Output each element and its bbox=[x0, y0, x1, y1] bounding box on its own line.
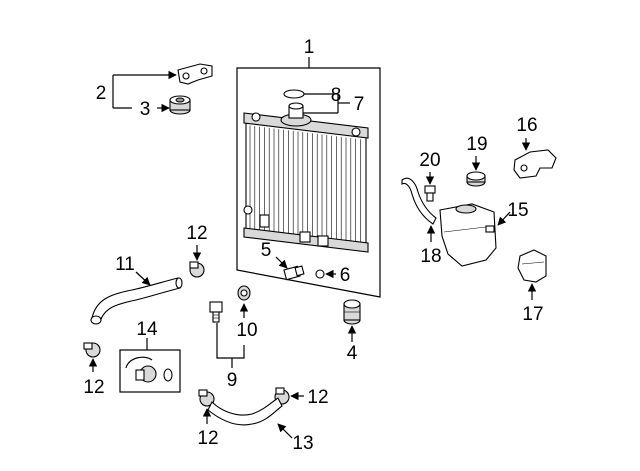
callout-1: 1 bbox=[304, 37, 315, 58]
upper-radiator-hose-part[interactable] bbox=[90, 277, 183, 325]
lower-radiator-hose-part[interactable] bbox=[207, 397, 283, 426]
coolant-reservoir-part[interactable] bbox=[439, 203, 497, 267]
callout-12a: 12 bbox=[186, 223, 207, 244]
callout-11-leader bbox=[135, 271, 151, 286]
callout-11: 11 bbox=[115, 254, 135, 275]
callout-18: 18 bbox=[420, 246, 441, 267]
radiator-part[interactable] bbox=[243, 112, 369, 253]
callout-14: 14 bbox=[136, 319, 158, 340]
hose-clamp-part-c[interactable] bbox=[198, 389, 215, 407]
callout-2: 2 bbox=[96, 83, 107, 104]
callout-12c: 12 bbox=[197, 428, 218, 449]
callout-17: 17 bbox=[522, 304, 543, 325]
callout-12d: 12 bbox=[307, 387, 328, 408]
callout-8: 8 bbox=[331, 85, 342, 106]
callout-15: 15 bbox=[507, 200, 528, 221]
thermostat-kit-frame bbox=[119, 349, 181, 393]
callout-12b: 12 bbox=[83, 377, 104, 398]
callout-16: 16 bbox=[516, 115, 537, 136]
callout-7: 7 bbox=[354, 94, 365, 115]
thermostat-kit-group bbox=[119, 338, 181, 393]
reservoir-bracket-part[interactable] bbox=[513, 149, 557, 179]
callout-9-bracket bbox=[216, 323, 245, 359]
callout-9: 9 bbox=[227, 370, 238, 391]
support-bracket-part[interactable] bbox=[517, 249, 547, 283]
radiator-cap-part[interactable] bbox=[280, 102, 312, 127]
callout-10: 10 bbox=[236, 320, 257, 341]
radiator-assembly-frame bbox=[236, 67, 381, 298]
upper-bracket-part[interactable] bbox=[177, 63, 213, 85]
callout-3: 3 bbox=[140, 99, 151, 120]
callout-13-leader bbox=[277, 423, 293, 439]
callout-6: 6 bbox=[340, 265, 351, 286]
callout-4: 4 bbox=[347, 343, 358, 364]
callout-7-bracket bbox=[328, 93, 339, 113]
mounting-bolt-part[interactable] bbox=[209, 301, 223, 323]
overflow-hose-part[interactable] bbox=[401, 177, 437, 225]
mounting-collar-part[interactable] bbox=[237, 285, 251, 301]
callout-20: 20 bbox=[419, 150, 440, 171]
callout-15-leader bbox=[497, 211, 511, 226]
lower-cushion-part[interactable] bbox=[343, 299, 361, 325]
radiator-assembly-group bbox=[236, 57, 381, 298]
hose-clamp-part-a[interactable] bbox=[189, 261, 205, 278]
callout-13: 13 bbox=[292, 433, 313, 454]
radiator-core-fins bbox=[249, 125, 361, 243]
thermostat-part[interactable] bbox=[125, 356, 173, 383]
callout-5: 5 bbox=[261, 240, 272, 261]
reservoir-cap-part[interactable] bbox=[466, 171, 486, 187]
o-ring-part[interactable] bbox=[315, 269, 325, 279]
drain-plug-part[interactable] bbox=[283, 265, 305, 281]
callout-5-leader bbox=[275, 256, 288, 269]
cap-gasket-part[interactable] bbox=[283, 89, 305, 99]
callout-19: 19 bbox=[466, 134, 487, 155]
hose-clamp-part-b[interactable] bbox=[83, 342, 101, 358]
reservoir-bolt-part[interactable] bbox=[424, 185, 436, 202]
upper-cushion-part[interactable] bbox=[169, 95, 191, 115]
